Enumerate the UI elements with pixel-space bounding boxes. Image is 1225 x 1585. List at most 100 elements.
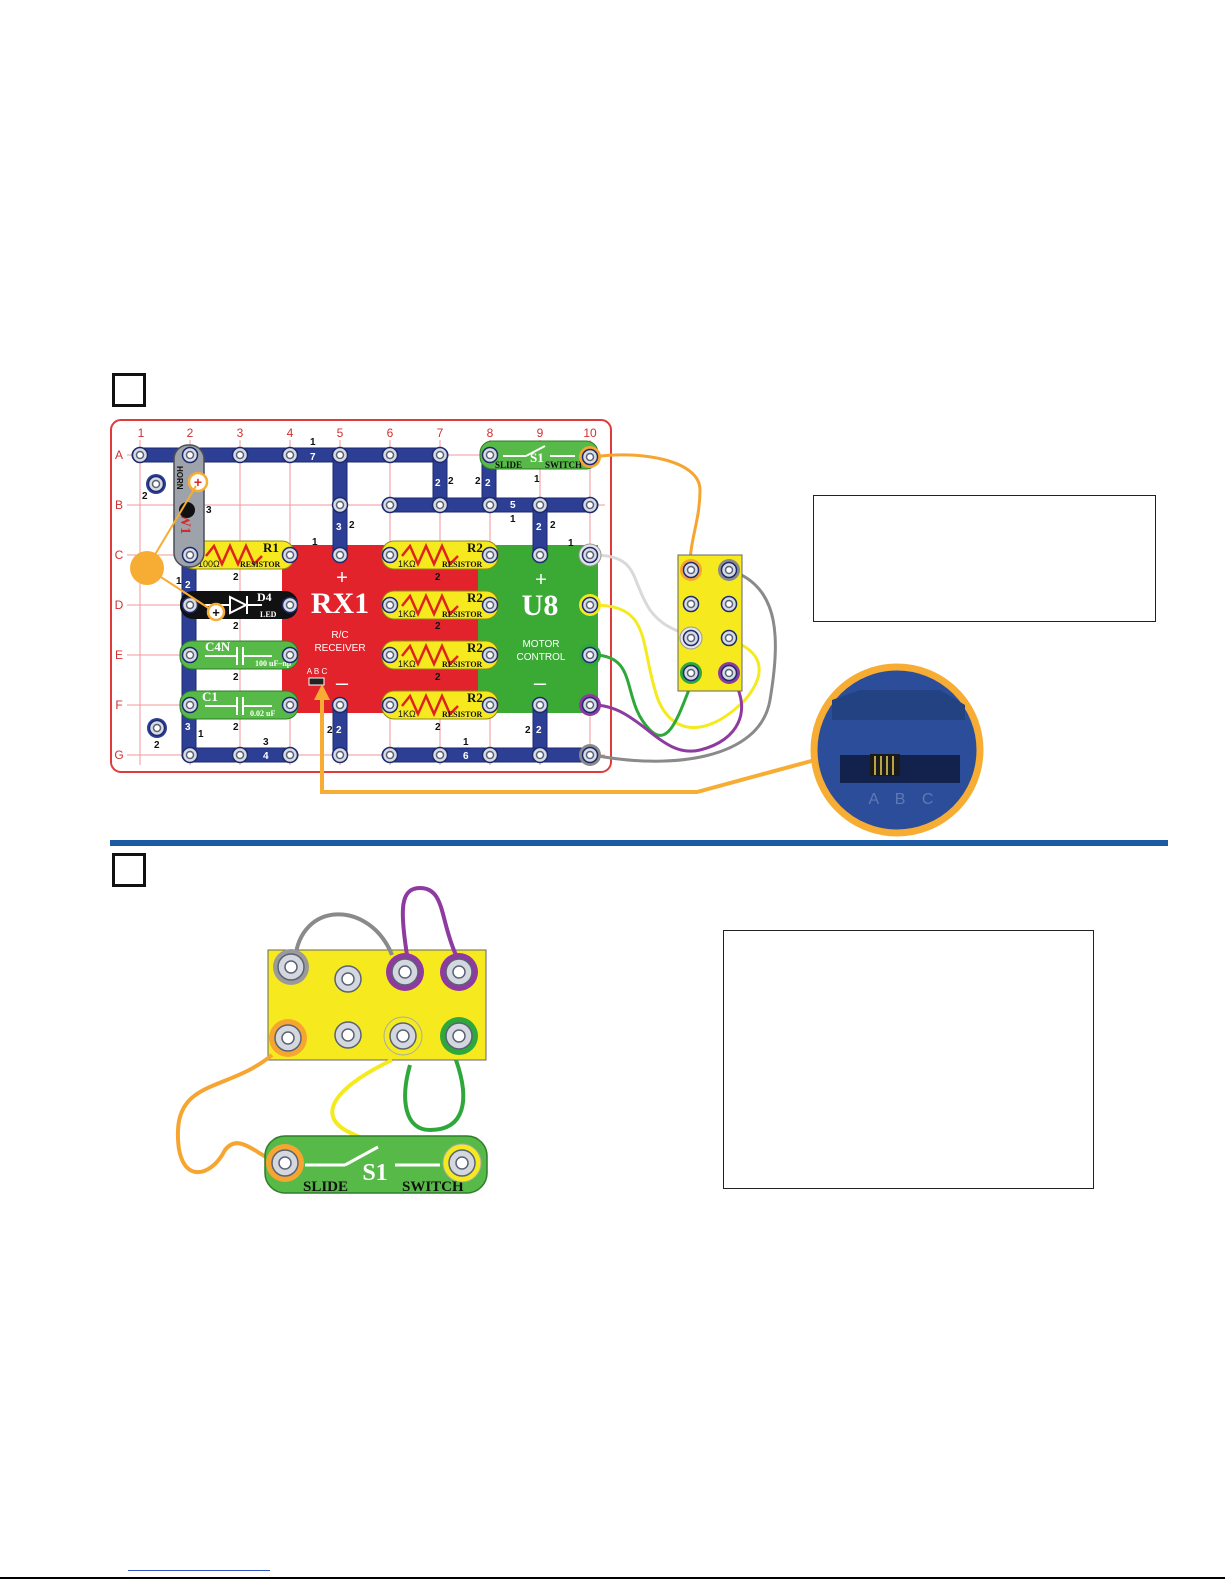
c1-name: C1 [202,689,218,704]
closeup-s1-left: SLIDE [303,1179,348,1195]
closeup-orange-snap [269,1019,307,1057]
closeup-s1-slide-switch[interactable]: S1 SLIDE SWITCH [264,1135,488,1195]
footer-rule [0,1577,1225,1579]
row-label-b: B [115,498,123,512]
closeup-green-snap [440,1017,478,1055]
r2-value: 1KΩ [398,709,416,719]
u8-motor-control [478,545,598,713]
w1-horn: HORN W1 + [173,444,209,568]
closeup-purple-snap-1 [386,953,424,991]
r2-name: R2 [467,540,483,555]
snap-num: 1 [198,729,204,740]
snap-num: 2 [435,621,441,632]
c4n-value: 100 uF–np [255,659,292,668]
snap-num: 2 [550,520,556,531]
snap-num: 2 [327,725,333,736]
snap-num: 2 [233,722,239,733]
r2-value: 1KΩ [398,559,416,569]
snap-num: 1 [176,576,182,587]
r1-type: RESISTOR [240,560,281,569]
snap-num: 2 [233,672,239,683]
w1-plus: + [194,474,202,490]
u8-minus: – [534,670,547,695]
rx1-abc: A B C [307,667,328,676]
col-label-8: 8 [487,426,494,440]
step-2-box [112,853,146,887]
col-label-1: 1 [138,426,145,440]
col-label-4: 4 [287,426,294,440]
single-snap-b1 [146,474,166,494]
r1-value: 100Ω [198,559,220,569]
closeup-switch-orange-snap [266,1144,304,1182]
row-label-a: A [115,448,123,462]
closeup-s1-right: SWITCH [402,1179,464,1195]
closeup-s1-name: S1 [362,1160,387,1186]
snap-num: 3 [336,522,342,533]
d4-name: D4 [257,590,272,604]
r2-resistor-c: R2 1KΩ RESISTOR [381,540,499,570]
rx1-abc-switch[interactable] [308,677,325,686]
snap-num: 1 [312,537,318,548]
snap-num: 1 [510,514,516,525]
footer-link-underline[interactable] [128,1570,270,1571]
snap-num: 2 [475,476,481,487]
step-1-note-box [813,495,1156,622]
snap-num: 1 [310,437,316,448]
circuit-diagram: 1 2 3 4 5 6 7 8 9 10 A B C D E F G + RX1… [110,419,984,837]
snap-num: 1 [463,737,469,748]
snap-num: 6 [463,751,469,762]
snap-num: 2 [536,522,542,533]
snap-num: 4 [263,751,269,762]
r1-resistor: R1 100Ω RESISTOR [181,540,295,570]
r2-resistor-f: R2 1KΩ RESISTOR [381,690,499,720]
col-label-2: 2 [187,426,194,440]
r2-type: RESISTOR [442,560,483,569]
snap-num: 2 [154,740,160,751]
snap-num: 3 [185,722,191,733]
s1-left: SLIDE [495,460,522,470]
row-label-f: F [115,698,122,712]
abc-switch-inset: A B C [810,663,984,837]
u8-sub1: MOTOR [522,639,559,650]
snap-num: 2 [435,572,441,583]
u8-sub2: CONTROL [517,652,566,663]
snap-num: 3 [263,737,269,748]
switch-callout-line [314,684,816,794]
row-label-c: C [115,548,124,562]
snap-num: 2 [349,520,355,531]
closeup-purple-snap-2 [440,953,478,991]
r2-value: 1KΩ [398,659,416,669]
rx1-sub1: R/C [331,630,348,641]
c1-value: 0.02 uF [250,709,275,718]
snap-num: 1 [534,474,540,485]
snap-num: 1 [568,538,574,549]
r2-value: 1KΩ [398,609,416,619]
row-label-g: G [114,748,123,762]
snap-num: 2 [142,491,148,502]
c1-capacitor: C1 0.02 uF [179,689,299,720]
r1-name: R1 [263,540,279,555]
col-label-10: 10 [583,426,597,440]
snap-num: 2 [185,580,191,591]
snap-num: 2 [233,621,239,632]
snap-num: 2 [435,722,441,733]
jumper-wires [592,453,777,763]
closeup-switch-yellow-snap [442,1143,482,1183]
polarity-callout [130,485,211,610]
s1-name: S1 [530,450,544,465]
rx1-minus: – [336,670,349,695]
wiring-closeup: S1 SLIDE SWITCH [175,885,488,1195]
col-label-7: 7 [437,426,444,440]
single-snap-g1 [147,718,167,738]
snap-num: 2 [435,478,441,489]
u8-plus: + [535,569,547,591]
u8-label: U8 [522,589,559,622]
connector-block [677,554,743,692]
s1-slide-switch[interactable]: S1 SLIDE SWITCH [479,440,599,470]
step-1-box [112,373,146,407]
row-label-d: D [115,598,124,612]
step-2-note-box [723,930,1094,1189]
r2-name: R2 [467,690,483,705]
d4-type: LED [260,610,277,619]
inset-abc-letters: A B C [869,791,940,808]
